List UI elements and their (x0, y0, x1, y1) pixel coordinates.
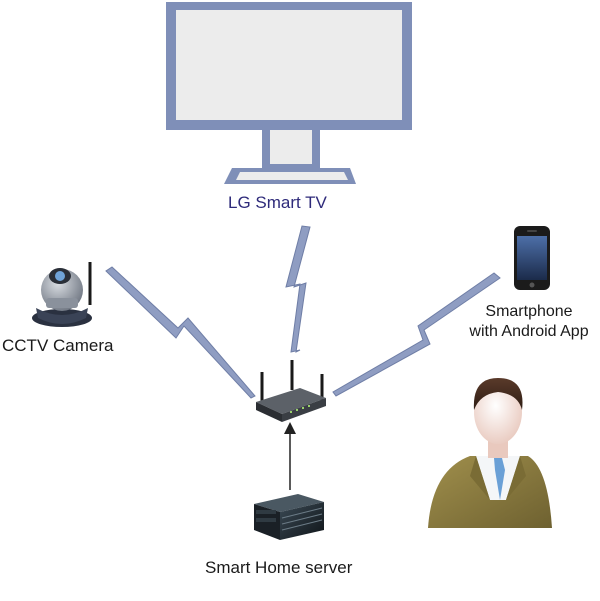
wireless-link-phone (332, 272, 501, 397)
wireless-router-icon (256, 360, 326, 422)
tv-monitor-icon (166, 2, 412, 184)
smartphone-label: Smartphone with Android App (455, 302, 600, 342)
tv-label: LG Smart TV (228, 193, 327, 212)
smartphone-icon (514, 226, 550, 290)
ip-camera-icon (32, 262, 92, 327)
smartphone-label-line2: with Android App (469, 323, 589, 340)
wireless-link-tv (285, 225, 311, 353)
cctv-label: CCTV Camera (2, 336, 114, 355)
smartphone-label-line1: Smartphone (485, 303, 573, 320)
user-person-icon (428, 378, 552, 528)
rack-server-icon (254, 494, 324, 540)
server-label: Smart Home server (205, 558, 353, 577)
wireless-link-cctv (105, 266, 256, 399)
